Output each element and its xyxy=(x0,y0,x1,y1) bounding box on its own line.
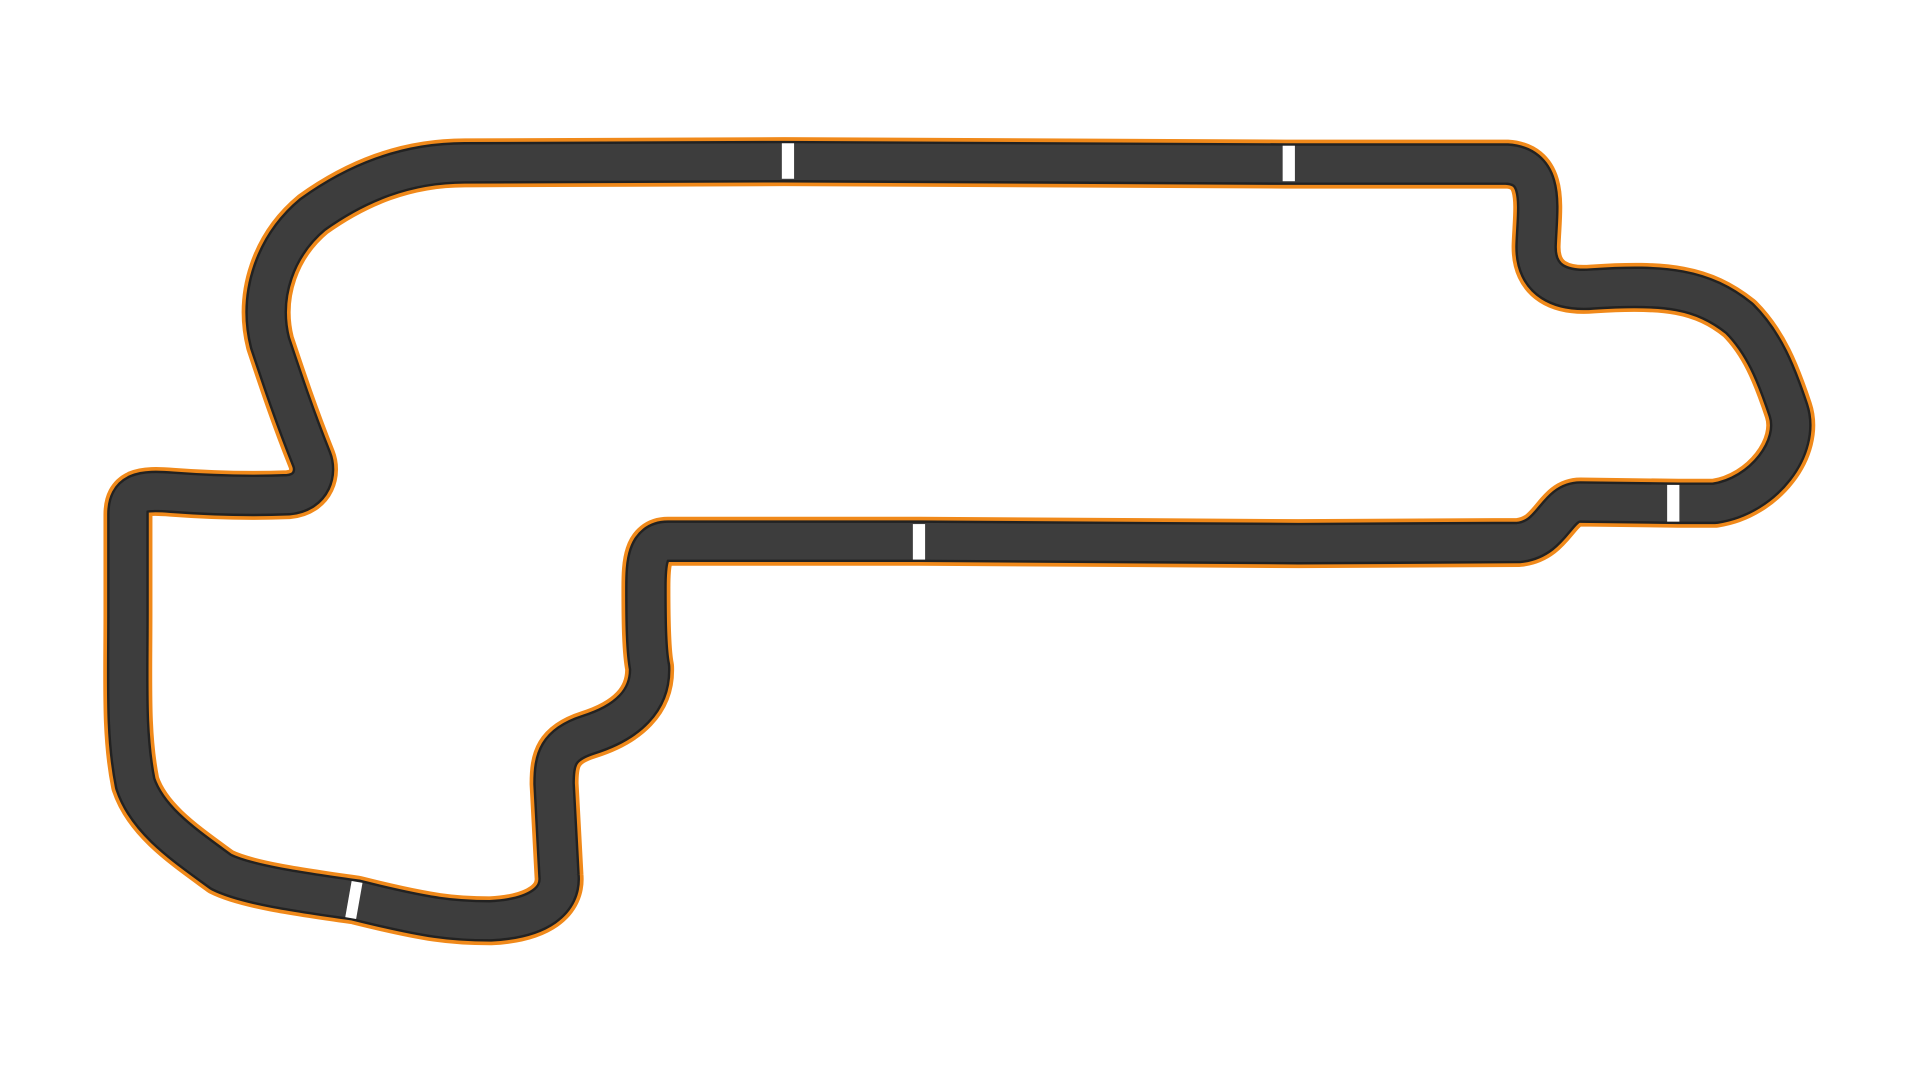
sector-marker-middle xyxy=(912,524,926,560)
sector-marker-top-right xyxy=(1282,145,1295,182)
sector-marker-right xyxy=(1667,484,1680,522)
sector-marker-bottom xyxy=(345,880,363,920)
track-surface xyxy=(128,162,1791,921)
sector-marker-top-left xyxy=(781,143,795,179)
sector-markers xyxy=(345,143,1680,920)
